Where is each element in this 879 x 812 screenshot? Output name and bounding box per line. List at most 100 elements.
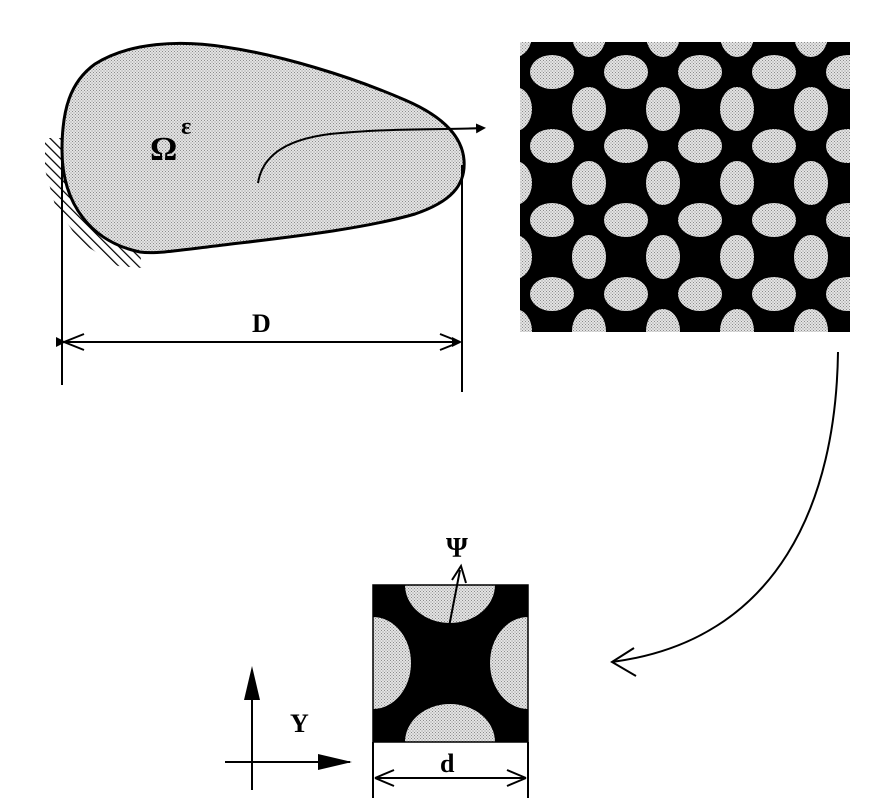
- lattice-inclusion: [720, 309, 754, 332]
- lattice-inclusion: [646, 161, 680, 205]
- clamped-boundary-hatch: [45, 138, 142, 268]
- interface-normal-arrow: [447, 569, 461, 633]
- macro-domain-shape: [60, 41, 466, 255]
- lattice-inclusion: [678, 129, 722, 163]
- lattice-inclusion: [604, 203, 648, 237]
- dimension-left-arrowhead: [63, 333, 85, 351]
- lattice-inclusion: [720, 457, 754, 501]
- lattice-inclusion: [530, 203, 574, 237]
- lattice-inclusion: [572, 383, 606, 427]
- lattice-inclusion: [752, 0, 796, 15]
- lattice-inclusion: [826, 129, 850, 163]
- dimension-small-d-left-head: [374, 769, 395, 787]
- lattice-inclusion: [794, 42, 828, 57]
- dimension-small-d-label: d: [440, 749, 455, 778]
- lattice-inclusion: [720, 161, 754, 205]
- lattice-inclusion: [498, 383, 532, 427]
- lattice-inclusion: [572, 161, 606, 205]
- lattice-inclusion: [572, 42, 606, 57]
- lattice-inclusion: [868, 309, 879, 353]
- dimension-right-arrowhead: [439, 333, 461, 351]
- zoom-arrow-to-cell-head: [610, 647, 637, 677]
- lattice-inclusion: [520, 42, 532, 57]
- lattice-inclusion: [720, 235, 754, 279]
- lattice-inclusion: [520, 235, 532, 279]
- lattice-inclusion: [678, 55, 722, 89]
- lattice-inclusion: [456, 0, 500, 15]
- lattice-inclusion: [868, 87, 879, 131]
- lattice-inclusion: [520, 87, 532, 131]
- lattice-inclusion: [530, 277, 574, 311]
- lattice-inclusion: [678, 0, 722, 15]
- lattice-inclusion: [794, 235, 828, 279]
- lattice-inclusion: [646, 87, 680, 131]
- zoom-arrow-to-lattice: [257, 123, 486, 184]
- lattice-inclusion: [794, 87, 828, 131]
- lattice-inclusion: [520, 309, 532, 332]
- lattice-inclusion: [646, 383, 680, 427]
- lattice-inclusion: [530, 0, 574, 15]
- lattice-inclusion: [530, 425, 574, 459]
- lattice-inclusion: [868, 235, 879, 279]
- lattice-inclusion: [498, 457, 532, 501]
- lattice-inclusion: [868, 383, 879, 427]
- lattice-inclusion: [720, 42, 754, 57]
- lattice-inclusion: [604, 0, 648, 15]
- lattice-inclusion: [604, 425, 648, 459]
- lattice-inclusion: [794, 383, 828, 427]
- lattice-inclusion: [868, 13, 879, 57]
- lattice-inclusion: [604, 55, 648, 89]
- lattice-inclusion: [794, 309, 828, 332]
- lattice-inclusion: [646, 457, 680, 501]
- lattice-inclusion: [678, 277, 722, 311]
- lattice-inclusion: [572, 309, 606, 332]
- lattice-inclusion: [572, 87, 606, 131]
- lattice-inclusion: [868, 161, 879, 205]
- lattice-inclusion: [530, 129, 574, 163]
- lattice-inclusion: [456, 425, 500, 459]
- domain-superscript: ε: [181, 114, 191, 140]
- lattice-inclusion: [752, 277, 796, 311]
- dimension-d-label: D: [252, 309, 271, 338]
- lattice-inclusion: [826, 0, 870, 15]
- lattice-inclusion: [752, 351, 796, 385]
- lattice-inclusion: [720, 383, 754, 427]
- lattice-inclusion: [520, 161, 532, 205]
- lattice-inclusion: [794, 161, 828, 205]
- lattice-inclusion: [752, 129, 796, 163]
- zoom-arrow-to-cell: [611, 351, 839, 663]
- coordinate-label: Y: [290, 709, 309, 738]
- lattice-inclusion: [752, 55, 796, 89]
- lattice-inclusion: [530, 351, 574, 385]
- dimension-small-d-right-head: [506, 769, 527, 787]
- lattice-inclusion: [646, 235, 680, 279]
- lattice-inclusion: [868, 457, 879, 501]
- unit-cell-border: [372, 584, 529, 743]
- lattice-inclusion: [678, 203, 722, 237]
- lattice-inclusion: [794, 457, 828, 501]
- y-axis-vertical-head: [244, 666, 260, 700]
- lattice-inclusion: [530, 55, 574, 89]
- lattice-inclusion: [456, 55, 500, 89]
- lattice-inclusion: [826, 55, 850, 89]
- lattice-inclusion: [826, 351, 870, 385]
- lattice-inclusion: [826, 425, 870, 459]
- domain-label: Ω: [150, 131, 177, 168]
- lattice-inclusion: [604, 277, 648, 311]
- interface-label: Ψ: [446, 533, 468, 564]
- lattice-inclusion: [604, 351, 648, 385]
- lattice-inclusion: [572, 235, 606, 279]
- lattice-inclusion: [826, 277, 850, 311]
- periodic-lattice: [456, 0, 879, 501]
- lattice-inclusion: [752, 425, 796, 459]
- y-axis-horizontal-head: [318, 754, 352, 770]
- lattice-inclusion: [720, 87, 754, 131]
- lattice-inclusion: [678, 351, 722, 385]
- lattice-inclusion: [826, 203, 850, 237]
- lattice-inclusion: [572, 457, 606, 501]
- lattice-inclusion: [752, 203, 796, 237]
- interface-normal-arrowhead: [451, 563, 467, 584]
- lattice-inclusion: [646, 42, 680, 57]
- lattice-inclusion: [678, 425, 722, 459]
